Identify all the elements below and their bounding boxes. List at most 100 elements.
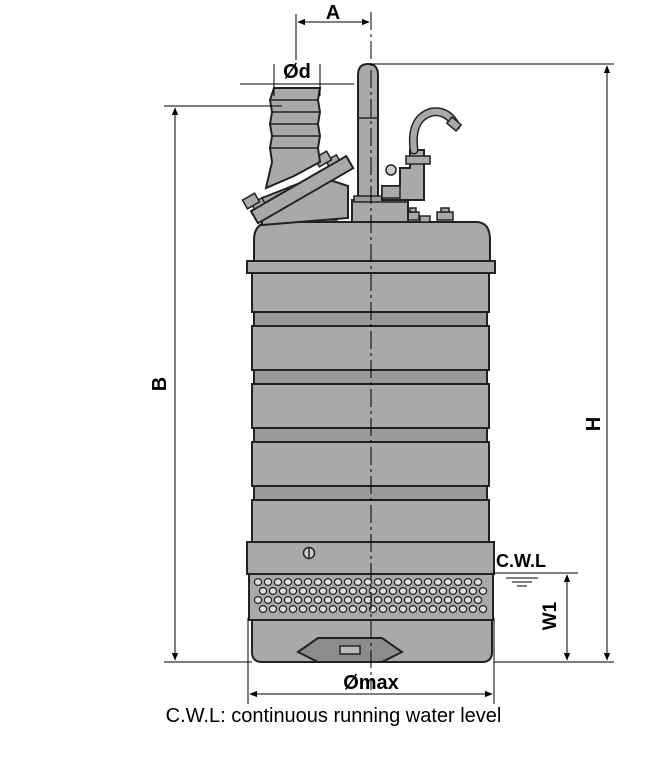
strainer-hole	[293, 577, 303, 586]
strainer-hole	[473, 595, 483, 604]
strainer-hole	[303, 577, 313, 586]
label-B: B	[149, 377, 171, 391]
strainer-hole	[323, 577, 333, 586]
strainer-hole	[403, 595, 413, 604]
strainer-hole	[288, 586, 298, 595]
strainer-hole	[253, 595, 263, 604]
strainer-hole	[298, 586, 308, 595]
strainer-hole	[273, 595, 283, 604]
strainer-hole	[478, 604, 488, 613]
strainer-hole	[478, 586, 488, 595]
label-d: Ød	[283, 61, 311, 83]
strainer-hole	[423, 577, 433, 586]
strainer-hole	[378, 604, 388, 613]
strainer-hole	[283, 577, 293, 586]
cwl-footnote: C.W.L: continuous running water level	[165, 705, 502, 727]
strainer-hole	[358, 604, 368, 613]
strainer-hole	[293, 595, 303, 604]
strainer-hole	[328, 586, 338, 595]
strainer-hole	[338, 586, 348, 595]
strainer-hole	[368, 604, 378, 613]
strainer-hole	[393, 577, 403, 586]
label-dmax: Ømax	[343, 672, 399, 694]
strainer-hole	[373, 577, 383, 586]
strainer-hole	[343, 577, 353, 586]
strainer-hole	[368, 586, 378, 595]
strainer-hole	[308, 604, 318, 613]
strainer-hole	[278, 604, 288, 613]
strainer-hole	[258, 604, 268, 613]
strainer-hole	[298, 604, 308, 613]
strainer-hole	[393, 595, 403, 604]
strainer-hole	[263, 595, 273, 604]
strainer-hole	[338, 604, 348, 613]
label-A: A	[326, 2, 340, 24]
strainer-hole	[453, 577, 463, 586]
strainer-hole	[333, 577, 343, 586]
strainer-hole	[253, 577, 263, 586]
strainer-hole	[448, 604, 458, 613]
strainer-hole	[398, 604, 408, 613]
strainer-hole	[318, 586, 328, 595]
strainer-hole	[463, 577, 473, 586]
strainer-hole	[303, 595, 313, 604]
strainer-hole	[413, 595, 423, 604]
strainer-hole	[408, 586, 418, 595]
strainer-hole	[268, 586, 278, 595]
strainer-hole	[453, 595, 463, 604]
strainer-hole	[318, 604, 328, 613]
strainer-hole	[328, 604, 338, 613]
strainer-hole	[428, 604, 438, 613]
lifting-handle	[357, 62, 379, 201]
strainer-hole	[288, 604, 298, 613]
motor-head	[351, 199, 409, 223]
strainer-hole	[428, 586, 438, 595]
strainer-hole	[413, 577, 423, 586]
strainer-hole	[273, 577, 283, 586]
strainer-hole	[408, 604, 418, 613]
strainer-hole	[468, 586, 478, 595]
strainer-hole	[418, 586, 428, 595]
strainer-hole	[363, 577, 373, 586]
strainer-hole	[378, 586, 388, 595]
strainer-hole	[458, 586, 468, 595]
strainer-hole	[263, 577, 273, 586]
strainer-hole	[438, 586, 448, 595]
label-cwl: C.W.L	[496, 551, 546, 571]
strainer-hole	[373, 595, 383, 604]
strainer-hole	[333, 595, 343, 604]
strainer-hole	[438, 604, 448, 613]
strainer-hole	[468, 604, 478, 613]
strainer-hole	[353, 577, 363, 586]
strainer-hole	[283, 595, 293, 604]
strainer-hole	[433, 577, 443, 586]
strainer-hole	[383, 595, 393, 604]
strainer-hole	[323, 595, 333, 604]
pump-body	[241, 62, 496, 663]
label-H: H	[583, 417, 605, 431]
strainer-hole	[278, 586, 288, 595]
strainer-hole	[313, 577, 323, 586]
strainer-hole	[383, 577, 393, 586]
strainer-hole	[398, 586, 408, 595]
strainer-hole	[403, 577, 413, 586]
label-w1: W1	[540, 601, 561, 630]
strainer-hole	[388, 604, 398, 613]
strainer-hole	[353, 595, 363, 604]
strainer-hole	[348, 604, 358, 613]
strainer-hole	[313, 595, 323, 604]
strainer-hole	[343, 595, 353, 604]
strainer-hole	[268, 604, 278, 613]
strainer-hole	[423, 595, 433, 604]
strainer-hole	[443, 595, 453, 604]
strainer-hole	[463, 595, 473, 604]
dimensions	[164, 14, 614, 704]
strainer-hole	[348, 586, 358, 595]
top-cover	[253, 221, 491, 262]
strainer-hole	[388, 586, 398, 595]
strainer-hole	[433, 595, 443, 604]
strainer-hole	[458, 604, 468, 613]
strainer-holes	[253, 577, 488, 613]
strainer-hole	[418, 604, 428, 613]
